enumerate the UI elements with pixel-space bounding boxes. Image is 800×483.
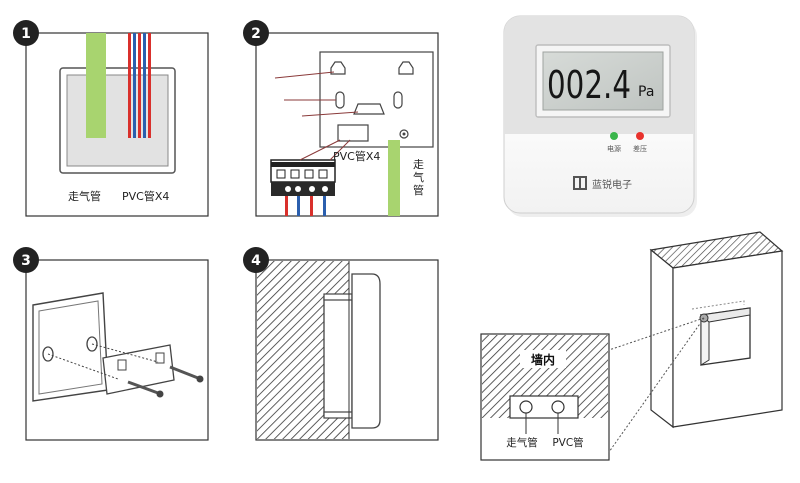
label-air-tube: 走气管: [68, 189, 101, 203]
air-tube: [86, 33, 106, 138]
step-1-panel: 走气管 PVC管X4: [25, 32, 209, 217]
label-pvc-tube: PVC管: [552, 436, 583, 449]
step-3-panel: [25, 259, 209, 441]
power-led-label: 电源: [607, 144, 621, 153]
svg-text:2: 2: [251, 26, 261, 42]
wall-inside-label: 墙内: [531, 352, 555, 367]
label-pvc-tubes: PVC管X4: [333, 149, 380, 163]
screw-icon: [169, 365, 204, 383]
lcd-unit: Pa: [638, 84, 654, 100]
brand-name: 蓝锐电子: [592, 178, 632, 191]
step-2-panel: 走气管 PVC管X4: [255, 32, 439, 217]
power-led: [610, 132, 618, 140]
wall-block-3d: [608, 231, 784, 453]
step-badge-1: 1: [13, 20, 39, 46]
differential-pressure-meter: 002.4 Pa 电源 差压 蓝锐电子: [503, 15, 697, 217]
step-4-panel: [255, 259, 439, 441]
air-tube: [388, 140, 400, 216]
pvc-wires: [128, 33, 151, 138]
label-air-tube: 走气管: [506, 436, 538, 449]
wall-section-detail: 墙内 走气管 PVC管: [480, 333, 610, 461]
step-badge-3: 3: [13, 247, 39, 273]
svg-text:3: 3: [21, 253, 31, 269]
step-badge-4: 4: [243, 247, 269, 273]
pressure-led: [636, 132, 644, 140]
label-air-tube-vertical: 走气管: [413, 158, 424, 197]
terminal-block: [270, 159, 336, 196]
svg-text:4: 4: [251, 253, 261, 269]
lcd-reading: 002.4: [547, 63, 631, 107]
screw-icon: [127, 380, 164, 398]
label-pvc-tubes: PVC管X4: [122, 189, 169, 203]
svg-text:1: 1: [21, 26, 31, 42]
brand-logo-icon: [573, 176, 587, 190]
pressure-led-label: 差压: [633, 144, 647, 153]
step-badge-2: 2: [243, 20, 269, 46]
